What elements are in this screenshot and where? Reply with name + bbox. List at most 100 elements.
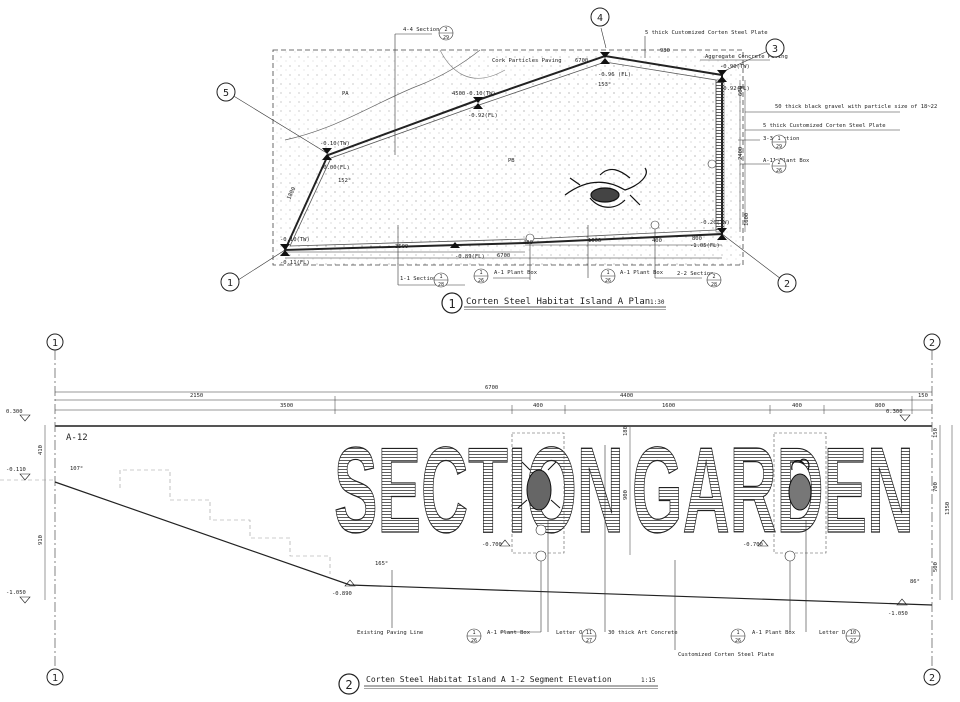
plant-box-circle [707,159,717,169]
ref-bubble-4-4[interactable]: 2 29 [438,25,454,41]
plant-box-circle [525,233,535,243]
svg-text:-0.10(TW): -0.10(TW) [320,141,350,147]
svg-text:1: 1 [227,278,233,289]
svg-text:800: 800 [692,236,702,242]
svg-text:26: 26 [478,278,484,284]
ref-bubble-2-2[interactable]: 2 28 [706,272,722,288]
svg-text:150: 150 [918,393,928,399]
ref-bubble-a1-left[interactable]: 1 26 [473,268,489,284]
svg-text:1: 1 [777,136,780,142]
svg-text:6700: 6700 [497,253,510,259]
svg-text:2: 2 [784,279,790,290]
svg-text:180: 180 [623,426,629,436]
svg-text:1:15: 1:15 [641,677,656,684]
svg-text:-1.050: -1.050 [6,590,26,596]
svg-text:1:30: 1:30 [650,299,665,306]
svg-text:400: 400 [792,403,802,409]
svg-text:800: 800 [875,403,885,409]
ref-bubble-letter-d[interactable]: 10 27 [845,628,861,644]
svg-text:1: 1 [52,338,58,349]
svg-text:1: 1 [479,270,482,276]
svg-text:910: 910 [38,535,44,545]
ref-bubble-a1-right[interactable]: 1 26 [600,268,616,284]
svg-text:11: 11 [586,630,592,636]
marker-4[interactable]: 4 [590,7,610,27]
svg-text:-0.20(TW): -0.20(TW) [700,220,730,226]
zone-pa: PA [342,91,349,97]
svg-text:3500: 3500 [395,244,408,250]
plan-title: 1 Corten Steel Habitat Island A Plan 1:3… [441,292,666,314]
label-plate-top: 5 thick Customized Corten Steel Plate [645,30,768,36]
ref-bubble-el-a1-left[interactable]: 1 26 [466,628,482,644]
beetle-d-icon [788,458,812,511]
svg-text:-1.05(FL): -1.05(FL) [690,243,720,249]
plan-drawing: 4-4 Section Cork Particles Paving 5 thic… [216,7,937,314]
svg-text:-0.89(FL): -0.89(FL) [455,254,485,260]
beetle-sketch-icon [564,167,647,208]
svg-text:-0.00(FL): -0.00(FL) [320,165,350,171]
svg-text:5: 5 [223,88,229,99]
grid-bubble-2-bottom[interactable]: 2 [923,668,941,686]
label-a1-right: A-1 Plant Box [620,270,664,276]
callout-paving: Existing Paving Line [357,630,423,636]
label-4-4-section: 4-4 Section [403,27,439,33]
grid-bubble-1-bottom[interactable]: 1 [46,668,64,686]
svg-text:1600: 1600 [662,403,675,409]
svg-text:-0.11(FL): -0.11(FL) [280,260,310,266]
svg-text:600: 600 [738,86,744,96]
ref-bubble-el-a1-right[interactable]: 1 26 [730,628,746,644]
paving-curve [284,49,481,141]
svg-text:2: 2 [345,678,352,692]
grid-bubble-1-top[interactable]: 1 [46,333,64,351]
grid-bubble-2-top[interactable]: 2 [923,333,941,351]
svg-text:28: 28 [438,282,444,288]
callout-art-concrete: 30 thick Art Concrete [608,630,678,636]
svg-text:Corten Steel Habitat Island A: Corten Steel Habitat Island A 1-2 Segmen… [366,675,612,684]
svg-text:2: 2 [444,27,447,33]
ref-bubble-a11[interactable]: 2 26 [771,158,787,174]
marker-5[interactable]: 5 [216,82,236,102]
svg-text:4500: 4500 [452,91,465,97]
svg-text:2: 2 [712,274,715,280]
svg-text:400: 400 [533,403,543,409]
svg-text:2150: 2150 [190,393,203,399]
svg-text:3: 3 [772,44,778,55]
marker-1[interactable]: 1 [220,272,240,292]
gravel-band [715,79,725,233]
svg-text:26: 26 [605,278,611,284]
svg-text:107°: 107° [70,466,83,472]
callout-letter-o: Letter O [556,630,583,636]
svg-text:-0.96 (FL): -0.96 (FL) [598,72,631,78]
svg-text:26: 26 [735,638,741,644]
plant-box-circle [650,220,660,230]
svg-text:0.300: 0.300 [6,409,23,415]
svg-text:900: 900 [623,490,629,500]
svg-text:2: 2 [777,160,780,166]
ref-bubble-1-1[interactable]: 1 28 [433,272,449,288]
svg-text:-0.700: -0.700 [482,542,502,548]
zone-pb: PB [508,158,515,164]
svg-text:1350: 1350 [945,502,951,515]
ref-bubble-3-3[interactable]: 1 29 [771,134,787,150]
svg-text:-0.110: -0.110 [6,467,26,473]
elevation-title: 2 Corten Steel Habitat Island A 1-2 Segm… [338,673,658,695]
svg-text:700: 700 [933,482,939,492]
marker-3[interactable]: 3 [765,38,785,58]
svg-text:26: 26 [776,168,782,174]
svg-text:1600: 1600 [588,238,601,244]
marker-2[interactable]: 2 [777,273,797,293]
ref-bubble-letter-o[interactable]: 11 27 [581,628,597,644]
svg-text:-0.90(TW): -0.90(TW) [720,64,750,70]
svg-text:980: 980 [660,48,670,54]
svg-text:1: 1 [472,630,475,636]
svg-text:-0.92(FL): -0.92(FL) [468,113,498,119]
svg-text:150: 150 [933,428,939,438]
svg-text:500: 500 [933,562,939,572]
svg-text:-0.700: -0.700 [743,542,763,548]
island-inner-edge [289,61,717,247]
svg-text:27: 27 [850,638,856,644]
svg-text:-0.10(TW): -0.10(TW) [280,237,310,243]
svg-text:0.300: 0.300 [886,409,903,415]
